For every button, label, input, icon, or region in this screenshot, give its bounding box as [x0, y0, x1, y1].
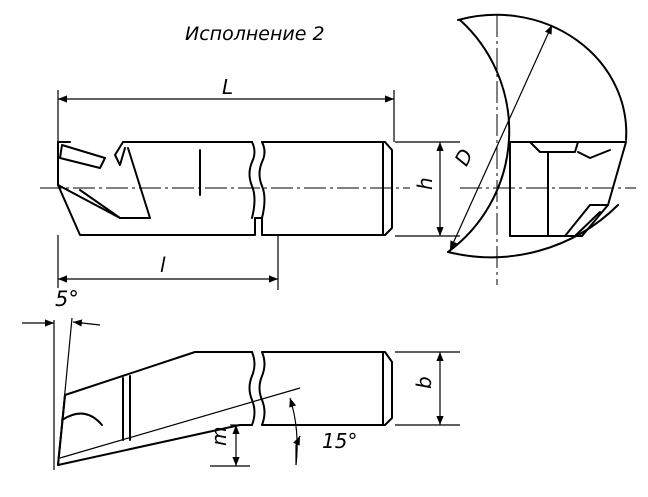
label-angle-5: 5° [55, 287, 79, 311]
top-view-break-left [248, 141, 256, 219]
dimension-l: l [57, 235, 279, 290]
label-D: D [450, 145, 478, 170]
side-view [57, 351, 393, 466]
dimension-L: L [57, 75, 395, 142]
label-angle-15: 15° [322, 429, 357, 453]
label-h: h [413, 177, 437, 190]
top-view-insert [59, 144, 106, 169]
end-view-section [509, 141, 627, 237]
drawing-title: Исполнение 2 [185, 23, 325, 45]
dimension-m: m [207, 424, 250, 467]
label-L: L [222, 75, 233, 99]
dimension-h: h [395, 141, 460, 237]
label-b: b [412, 376, 436, 389]
dimension-D [449, 24, 553, 251]
end-view: D [447, 13, 636, 285]
top-view-break-right [258, 141, 266, 219]
side-view-edge-line [59, 387, 301, 459]
top-view-body [57, 141, 393, 236]
dimension-angle-5: 5° [22, 287, 101, 470]
label-m: m [207, 427, 231, 446]
label-l: l [160, 253, 166, 277]
dimension-angle-15: 15° [262, 397, 357, 466]
dimension-b: b [395, 351, 460, 426]
top-view [40, 141, 410, 236]
end-view-arc [447, 19, 511, 253]
